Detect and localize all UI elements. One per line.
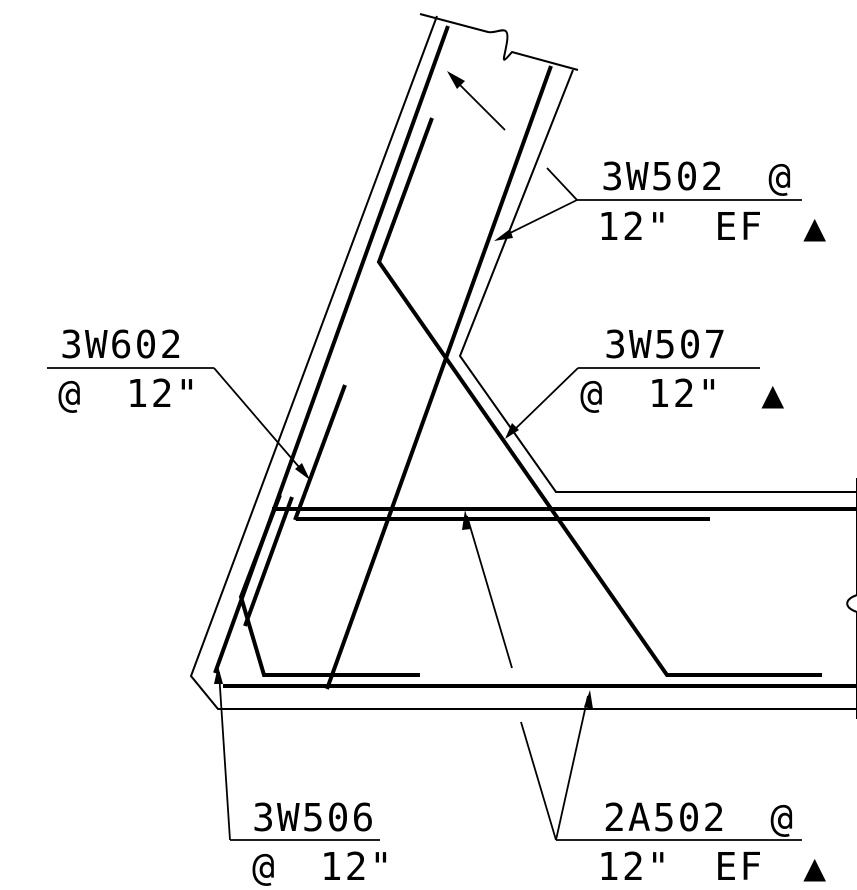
callout-3w502-mark: 3W502 [601, 155, 725, 199]
callout-3w506-spacing: 12" [320, 845, 395, 889]
callout-3w507-at: @ [580, 372, 605, 416]
leader-3w502-to-outer [451, 76, 506, 131]
svg-text:12" EF ▲: 12" EF ▲ [597, 845, 828, 889]
concrete-outline [189, 13, 857, 719]
arrowhead-3w502-outer [447, 71, 465, 89]
callout-3w602-spacing: 12" [126, 372, 201, 416]
callout-3w502-triangle-icon: ▲ [803, 205, 828, 249]
leader-3w502-to-inner [499, 199, 578, 239]
leader-3w602 [213, 367, 306, 475]
callout-3w506: 3W506 @ 12" [252, 796, 394, 889]
right-break-line [846, 478, 857, 719]
leader-2a502-left [520, 721, 557, 841]
leader-3w502-tail [546, 167, 578, 201]
inner-edge-line [458, 69, 857, 493]
callout-3w506-mark: 3W506 [252, 796, 376, 840]
bar-3w507 [376, 117, 822, 677]
leader-2a502-right [555, 695, 589, 841]
svg-text:2A502 @: 2A502 @ [603, 796, 795, 840]
svg-text:3W506: 3W506 [252, 796, 376, 840]
leader-3w506 [218, 671, 231, 841]
leader-lines [47, 71, 802, 841]
callout-2a502-qualifier: EF [715, 845, 765, 889]
callout-3w502-at: @ [768, 155, 793, 199]
callout-3w506-at: @ [252, 845, 277, 889]
bar-3w602-right [243, 496, 294, 627]
bar-3w506 [238, 494, 420, 677]
arrowhead-3w602 [295, 463, 310, 480]
arrowhead-3w506 [214, 666, 223, 684]
callout-2a502-triangle-icon: ▲ [803, 845, 828, 889]
arrowhead-3w502-inner [494, 229, 513, 241]
callout-3w602: 3W602 @ 12" [58, 323, 200, 416]
outer-edge-line [189, 15, 857, 710]
leader-top-horizontal-bar [466, 515, 513, 669]
top-break-line [419, 13, 579, 71]
svg-text:3W502 @: 3W502 @ [601, 155, 793, 199]
svg-text:@ 12": @ 12" [58, 372, 200, 416]
bar-3w502-inner-face [325, 65, 553, 690]
arrowhead-3w507 [505, 423, 519, 439]
callout-2a502-at: @ [770, 796, 795, 840]
callout-3w507: 3W507 @ 12" ▲ [580, 323, 786, 416]
callout-3w602-mark: 3W602 [60, 323, 184, 367]
svg-text:3W602: 3W602 [60, 323, 184, 367]
bar-3w602-left [293, 384, 347, 521]
callout-2a502: 2A502 @ 12" EF ▲ [597, 796, 828, 889]
callout-3w502-spacing: 12" [597, 205, 672, 249]
callout-2a502-mark: 2A502 [603, 796, 727, 840]
callout-3w507-spacing: 12" [648, 372, 723, 416]
callout-2a502-spacing: 12" [597, 845, 672, 889]
callout-3w507-mark: 3W507 [604, 323, 728, 367]
arrowhead-2a502 [584, 690, 593, 709]
svg-text:12" EF ▲: 12" EF ▲ [597, 205, 828, 249]
leader-3w507 [509, 367, 579, 435]
callout-3w502-qualifier: EF [715, 205, 765, 249]
callout-3w507-triangle-icon: ▲ [761, 372, 786, 416]
svg-text:3W507: 3W507 [604, 323, 728, 367]
callout-3w502: 3W502 @ 12" EF ▲ [597, 155, 828, 249]
svg-text:@ 12" ▲: @ 12" ▲ [580, 372, 786, 416]
svg-text:@ 12": @ 12" [252, 845, 394, 889]
arrowhead-top-horizontal-bar [462, 510, 471, 530]
callout-3w602-at: @ [58, 372, 83, 416]
reinforcing-bars [213, 25, 857, 690]
